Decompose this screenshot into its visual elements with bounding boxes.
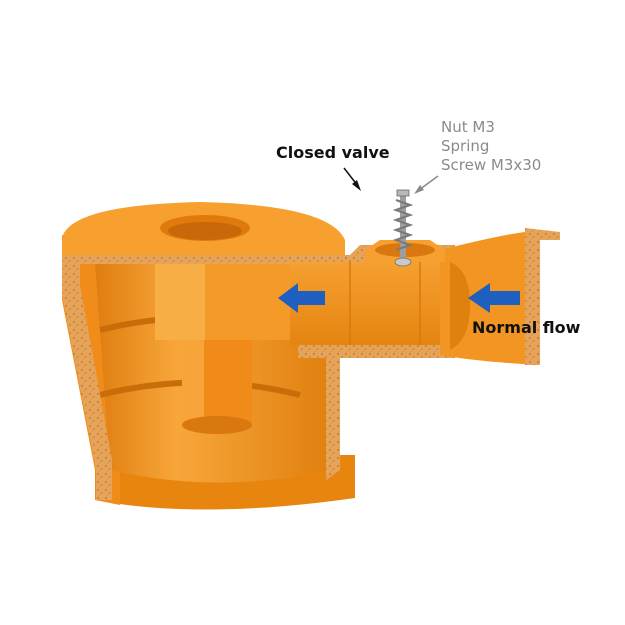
parts-label-screw: Screw M3x30 [441, 156, 542, 174]
flow-arrow-icon [278, 283, 325, 313]
closed-valve-label: Closed valve [276, 143, 390, 162]
flow-arrow-icon [468, 283, 520, 313]
parts-label-spring: Spring [441, 137, 490, 155]
cut-face-left [62, 255, 112, 500]
pointer-arrow-icon [343, 167, 361, 191]
pipe-mouth-lip [525, 228, 560, 365]
pipe-body [290, 262, 450, 345]
cut-face-lid [62, 255, 300, 264]
inlet-pipe [285, 228, 560, 365]
parts-label-nut: Nut M3 [441, 118, 495, 136]
pipe-cut-bottom [300, 345, 455, 358]
normal-flow-label: Normal flow [472, 318, 581, 337]
nut [396, 189, 410, 197]
valve-body [62, 202, 355, 510]
spring-coil [392, 198, 414, 252]
pointer-arrow-icon [414, 175, 439, 194]
screw-spring-assembly [392, 189, 414, 267]
screw-head [394, 257, 412, 267]
